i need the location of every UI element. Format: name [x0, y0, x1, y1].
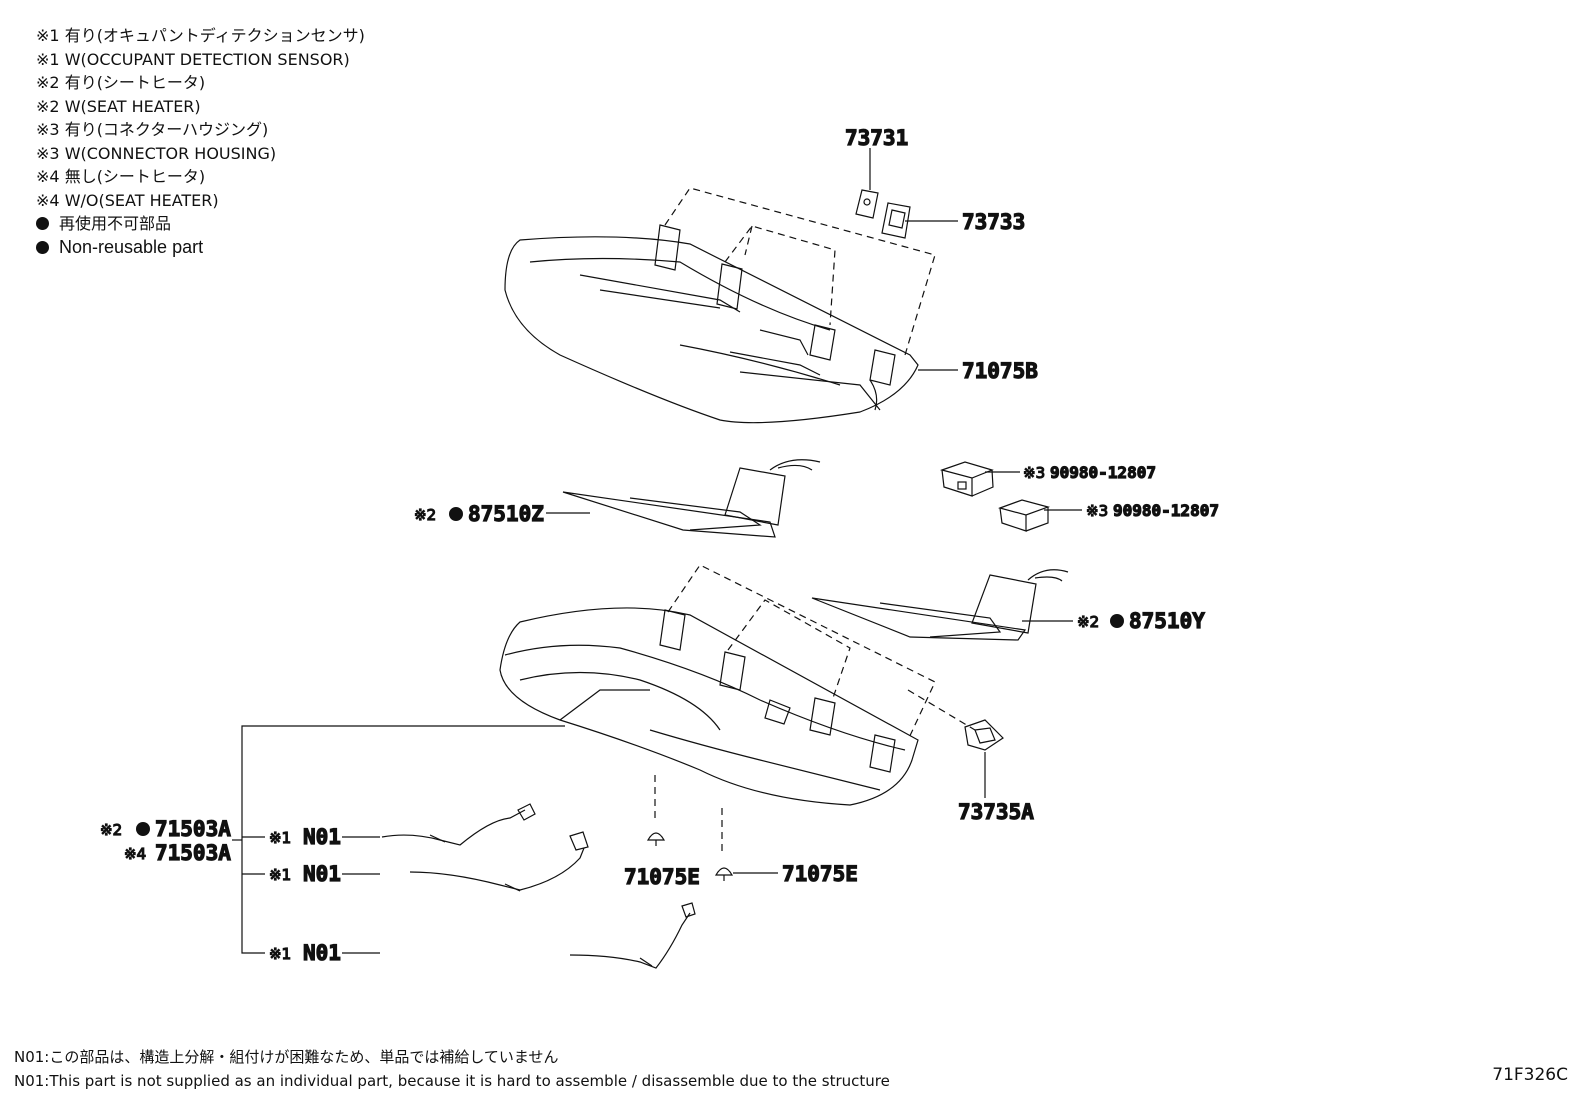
seat-cushion-cover[interactable]	[499, 607, 919, 806]
legend-nonreusable-en: Non-reusable part	[36, 236, 365, 260]
nonreusable-dot-icon	[1110, 614, 1124, 628]
mark-label: ※3	[1086, 502, 1108, 520]
legend-row: ※4 無し(シートヒータ)	[36, 167, 206, 186]
part-label-73735A[interactable]: 73735A	[957, 799, 1034, 824]
part-label-87510Y[interactable]: 87510Y	[1128, 608, 1205, 633]
legend-row: ※3 W(CONNECTOR HOUSING)	[36, 143, 277, 163]
legend-row: ※1 有り(オキュパントディテクションセンサ)	[36, 26, 365, 45]
mark-label: ※1	[269, 945, 291, 963]
nonreusable-dot-icon	[36, 240, 49, 254]
nonreusable-dot-icon	[36, 217, 49, 230]
mark-label: ※1	[269, 866, 291, 884]
connector-housing-b[interactable]	[998, 499, 1050, 532]
seat-back-cover[interactable]	[504, 224, 919, 424]
part-label-71503A-noheater[interactable]: 71503A	[154, 840, 231, 865]
part-label-73733[interactable]: 73733	[961, 209, 1025, 234]
mark-label: ※3	[1023, 464, 1045, 482]
part-label-87510Z[interactable]: 87510Z	[467, 501, 544, 526]
clip-73731[interactable]	[855, 189, 879, 219]
clip-73733[interactable]	[881, 202, 911, 239]
nonreusable-dot-icon	[136, 822, 150, 836]
seat-heater-87510Z[interactable]	[562, 459, 821, 538]
clip-73735A[interactable]	[964, 719, 1004, 751]
footer-note-ja: N01:この部品は、構造上分解・組付けが困難なため、単品では補給していません	[14, 1048, 559, 1066]
legend-nonreusable-ja: 再使用不可部品	[36, 212, 365, 236]
part-label-90980-12807-a[interactable]: 90980-12807	[1049, 462, 1156, 482]
legend: ※1 有り(オキュパントディテクションセンサ) ※1 W(OCCUPANT DE…	[36, 24, 365, 259]
mark-label: ※2	[1077, 613, 1099, 631]
occupant-sensor-2[interactable]	[342, 831, 589, 892]
fastener-71075E-1[interactable]	[646, 832, 666, 846]
part-label-71075E-1[interactable]: 71075E	[623, 864, 700, 889]
mark-label: ※2	[100, 821, 122, 839]
legend-row: ※2 W(SEAT HEATER)	[36, 96, 201, 116]
seat-heater-87510Y[interactable]	[811, 569, 1069, 641]
legend-row: ※2 有り(シートヒータ)	[36, 73, 206, 92]
legend-row: ※1 W(OCCUPANT DETECTION SENSOR)	[36, 49, 350, 69]
mark-label: ※2	[414, 506, 436, 524]
part-label-n01-1[interactable]: N01	[302, 824, 341, 849]
occupant-sensor-1[interactable]	[342, 803, 536, 846]
part-label-73731[interactable]: 73731	[844, 125, 908, 150]
diagram-code: 71F326C	[1492, 1065, 1568, 1085]
seat-back-dashed-guides	[664, 187, 936, 356]
part-label-71075E-2[interactable]: 71075E	[781, 861, 858, 886]
part-label-90980-12807-b[interactable]: 90980-12807	[1112, 500, 1219, 520]
seat-cushion-dashed-guides	[654, 564, 976, 855]
legend-row: ※4 W/O(SEAT HEATER)	[36, 190, 219, 210]
part-label-71075B[interactable]: 71075B	[961, 358, 1038, 383]
mark-label: ※1	[269, 829, 291, 847]
connector-housing-a[interactable]	[939, 461, 994, 497]
legend-row: ※3 有り(コネクターハウジング)	[36, 120, 269, 139]
part-label-n01-2[interactable]: N01	[302, 861, 341, 886]
nonreusable-dot-icon	[449, 507, 463, 521]
part-label-n01-3[interactable]: N01	[302, 940, 341, 965]
fastener-71075E-2[interactable]	[714, 867, 734, 881]
footer-note-en: N01:This part is not supplied as an indi…	[14, 1072, 890, 1090]
occupant-sensor-3[interactable]	[342, 902, 696, 969]
part-label-71503A-heater[interactable]: 71503A	[154, 816, 231, 841]
mark-label: ※4	[124, 845, 146, 863]
